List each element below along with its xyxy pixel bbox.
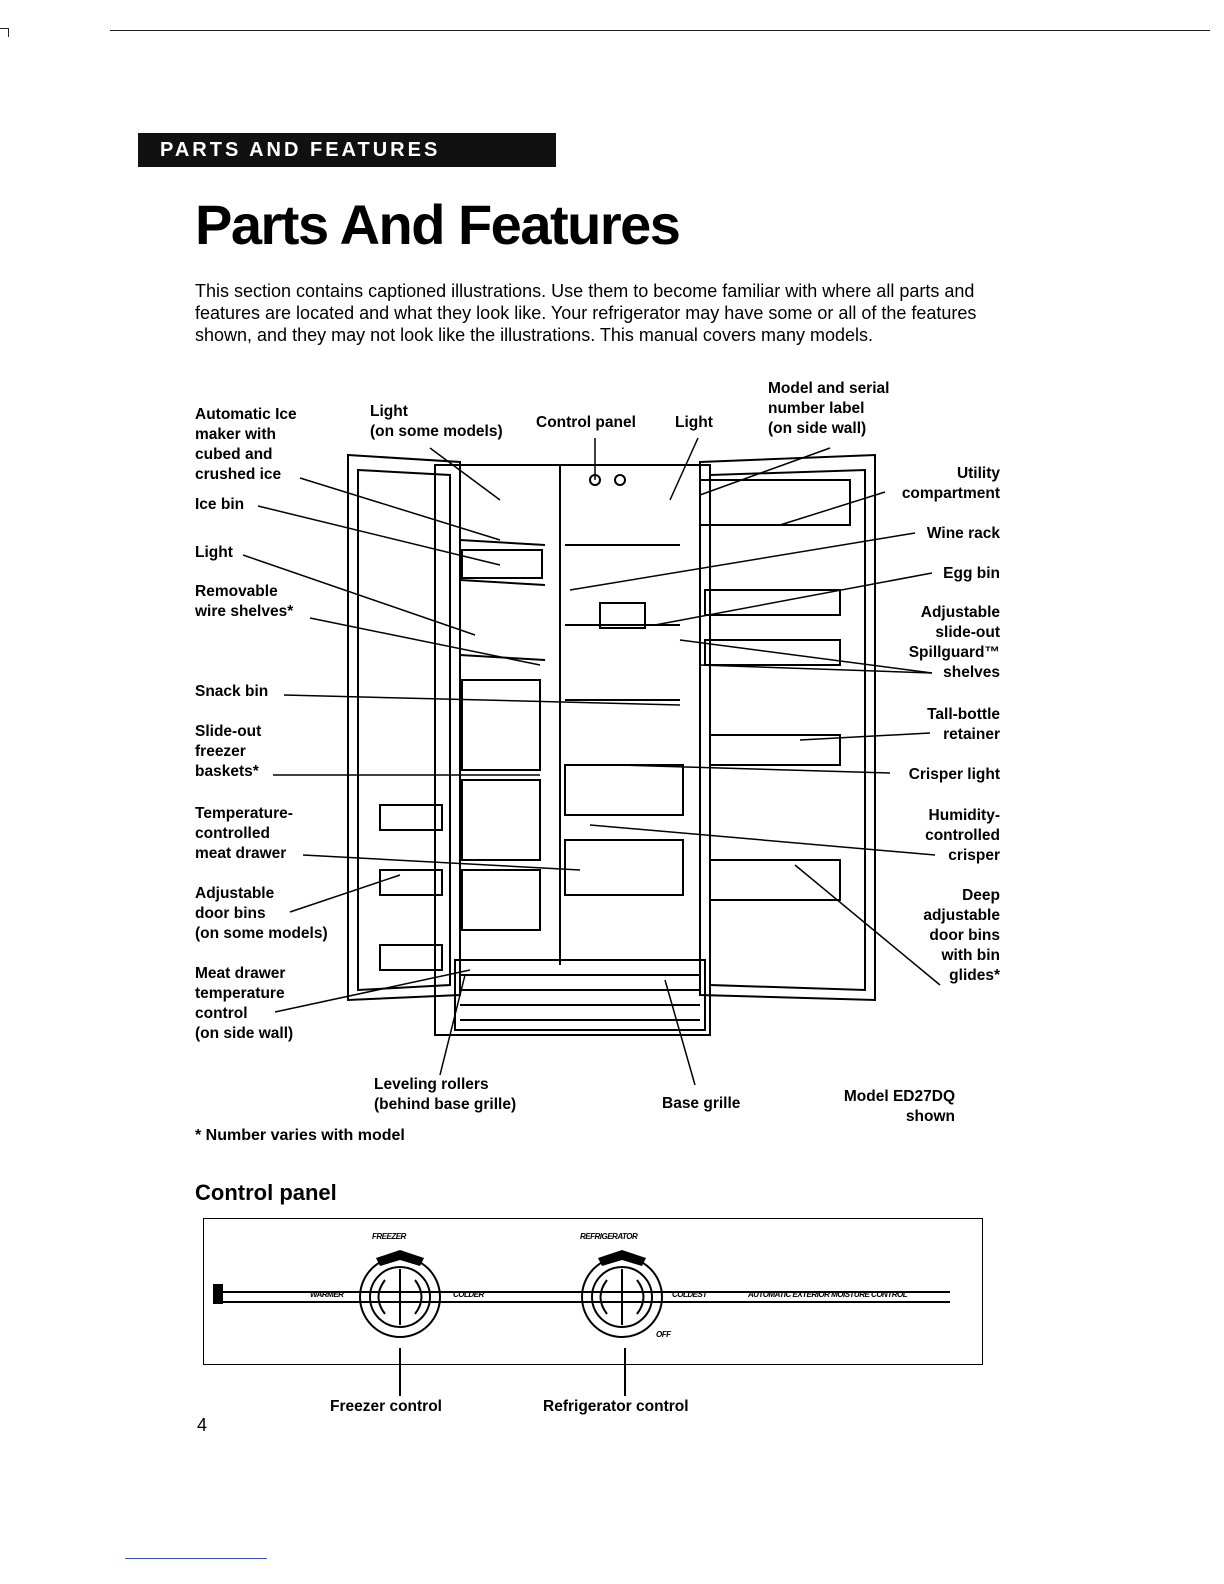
- moisture-control-label: AUTOMATIC EXTERIOR MOISTURE CONTROL: [748, 1290, 908, 1299]
- callout-base-grille: Base grille: [662, 1095, 741, 1112]
- refrigerator-control-label: Refrigerator control: [543, 1398, 689, 1415]
- intro-paragraph: This section contains captioned illustra…: [195, 281, 977, 345]
- callout-tall-bottle-retainer: Tall-bottle retainer: [927, 706, 1000, 743]
- freezer-door-inner: [357, 468, 451, 992]
- callout-crisper-light: Crisper light: [908, 766, 1000, 783]
- control-panel-frame: [203, 1218, 983, 1365]
- freezer-warmer-label: WARMER: [310, 1290, 344, 1299]
- page-number: 4: [197, 1415, 208, 1435]
- callout-door-bins: Adjustable door bins (on some models): [195, 885, 328, 942]
- callout-wine-rack: Wine rack: [926, 525, 1000, 542]
- top-rule: [110, 30, 1210, 31]
- refrigerator-dial-title: REFRIGERATOR: [580, 1232, 638, 1241]
- section-header-bar: PARTS AND FEATURES: [138, 133, 556, 167]
- callout-light-left: Light: [195, 544, 233, 561]
- page-title: Parts And Features: [195, 193, 681, 256]
- base-grille-shape: [454, 959, 706, 1031]
- fresh-food-door-inner: [709, 468, 866, 992]
- ice-bin-shape: [461, 549, 543, 579]
- callout-egg-bin: Egg bin: [943, 565, 1000, 582]
- snack-bin-shape: [599, 602, 646, 629]
- fresh-food-door: [699, 453, 876, 1002]
- callout-light-some-models: Light (on some models): [370, 403, 503, 440]
- crisper-lower: [564, 839, 684, 896]
- callout-leveling-rollers: Leveling rollers (behind base grille): [374, 1076, 517, 1113]
- callout-humidity-crisper: Humidity- controlled crisper: [925, 807, 1000, 864]
- callout-meat-drawer-control: Meat drawer temperature control (on side…: [195, 965, 294, 1042]
- callout-wire-shelves: Removable wire shelves*: [195, 583, 294, 620]
- callout-snack-bin: Snack bin: [195, 683, 269, 700]
- control-panel-heading: Control panel: [195, 1180, 337, 1205]
- freezer-dial-title: FREEZER: [372, 1232, 406, 1241]
- callout-freezer-baskets: Slide-out freezer baskets*: [195, 723, 262, 780]
- refrigerator-coldest-label: COLDEST: [672, 1290, 707, 1299]
- footnote: * Number varies with model: [195, 1127, 405, 1144]
- bottom-rule: [125, 1558, 267, 1559]
- callout-ice-maker: Automatic Ice maker with cubed and crush…: [195, 406, 297, 483]
- crop-mark: [0, 28, 9, 37]
- callout-control-panel: Control panel: [536, 414, 636, 431]
- freezer-control-label: Freezer control: [330, 1398, 442, 1415]
- freezer-colder-label: COLDER: [453, 1290, 484, 1299]
- callout-model-shown: Model ED27DQ shown: [843, 1088, 955, 1125]
- freezer-basket-lower: [461, 869, 541, 931]
- callout-light-top: Light: [675, 414, 713, 431]
- callout-spillguard-shelves: Adjustable slide-out Spillguard™ shelves: [908, 604, 1000, 681]
- callout-deep-door-bins: Deep adjustable door bins with bin glide…: [923, 887, 1000, 984]
- callout-ice-bin: Ice bin: [195, 496, 245, 513]
- callout-utility-compartment: Utility compartment: [901, 465, 1000, 502]
- freezer-basket-middle: [461, 779, 541, 861]
- refrigerator-off-label: OFF: [656, 1330, 671, 1339]
- freezer-basket-upper: [461, 679, 541, 771]
- callout-meat-drawer: Temperature- controlled meat drawer: [195, 805, 293, 862]
- callout-model-serial-label: Model and serial number label (on side w…: [768, 380, 890, 437]
